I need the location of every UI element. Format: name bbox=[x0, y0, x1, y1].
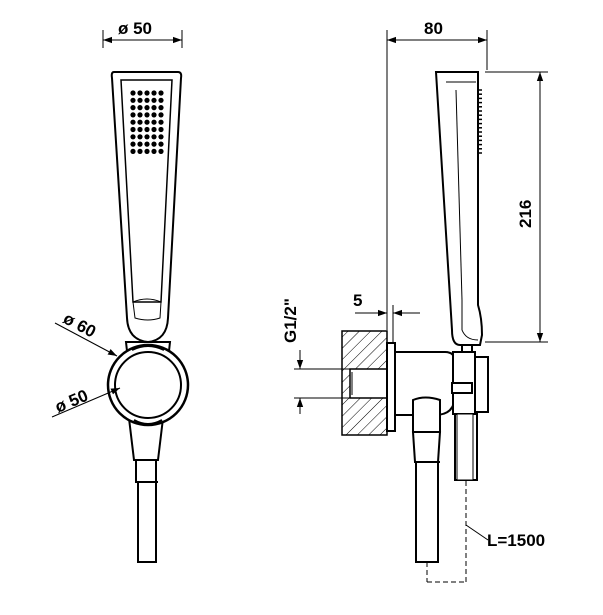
nozzle-dot bbox=[158, 105, 164, 111]
nozzle-dot bbox=[137, 148, 143, 154]
nozzle-dot bbox=[151, 126, 157, 133]
nozzle-dot bbox=[158, 126, 164, 133]
front-view: ø 50 ø 60 bbox=[51, 19, 190, 563]
dimension-head-diameter: ø 50 bbox=[102, 19, 183, 48]
nozzle-dot bbox=[137, 105, 143, 111]
side-depth-label: 80 bbox=[424, 19, 443, 38]
nozzle-dot bbox=[137, 112, 143, 118]
holder-inner-label: ø 50 bbox=[52, 386, 91, 417]
dimension-holder-outer: ø 60 bbox=[54, 309, 118, 357]
hose-length-label: L=1500 bbox=[487, 531, 545, 550]
nozzle-dot bbox=[130, 148, 136, 154]
nozzle-dot bbox=[144, 105, 150, 111]
thread-label: G1/2" bbox=[281, 298, 300, 343]
nozzle-dot bbox=[137, 119, 143, 125]
nozzle-dot bbox=[151, 141, 157, 147]
nozzle-dot bbox=[144, 119, 150, 125]
nozzle-grid bbox=[130, 90, 164, 154]
shower-head-side bbox=[434, 71, 484, 346]
nozzle-dot bbox=[158, 112, 164, 118]
dimension-hose-length: L=1500 bbox=[465, 524, 545, 550]
dimension-height: 216 bbox=[485, 71, 548, 343]
nozzle-dot bbox=[151, 119, 157, 125]
nozzle-dot bbox=[151, 134, 157, 140]
hose-continuation bbox=[426, 480, 467, 583]
nozzle-dot bbox=[158, 134, 164, 140]
nozzle-dot bbox=[144, 141, 150, 147]
wall-offset-label: 5 bbox=[353, 291, 362, 310]
nozzle-dot bbox=[130, 90, 136, 96]
wall-outlet bbox=[386, 342, 489, 481]
wall-section bbox=[341, 330, 388, 436]
nozzle-dot bbox=[130, 126, 136, 133]
nozzle-dot bbox=[144, 112, 150, 118]
side-nozzle-ticks bbox=[478, 89, 482, 154]
nozzle-dot bbox=[130, 134, 136, 140]
head-diameter-label: ø 50 bbox=[118, 19, 152, 38]
side-view: 80 216 5 bbox=[281, 19, 548, 583]
nozzle-dot bbox=[158, 90, 164, 96]
nozzle-dot bbox=[151, 105, 157, 111]
nozzle-dot bbox=[137, 90, 143, 96]
nozzle-dot bbox=[158, 119, 164, 125]
nozzle-dot bbox=[144, 148, 150, 154]
nozzle-dot bbox=[158, 141, 164, 147]
hose-side bbox=[411, 431, 442, 563]
nozzle-dot bbox=[158, 97, 164, 103]
nozzle-dot bbox=[130, 105, 136, 111]
nozzle-dot bbox=[144, 134, 150, 140]
nozzle-dot bbox=[130, 97, 136, 103]
hose-front bbox=[135, 459, 158, 563]
nozzle-dot bbox=[130, 141, 136, 147]
nozzle-dot bbox=[151, 90, 157, 96]
nozzle-dot bbox=[137, 126, 143, 133]
nozzle-dot bbox=[158, 148, 164, 154]
nozzle-dot bbox=[137, 134, 143, 140]
nozzle-dot bbox=[137, 141, 143, 147]
nozzle-dot bbox=[137, 97, 143, 103]
nozzle-dot bbox=[130, 112, 136, 118]
nozzle-dot bbox=[151, 112, 157, 118]
nozzle-dot bbox=[130, 119, 136, 125]
height-label: 216 bbox=[516, 200, 535, 228]
dimension-side-depth: 80 bbox=[386, 19, 488, 330]
holder-front bbox=[106, 341, 190, 461]
nozzle-dot bbox=[151, 97, 157, 103]
nozzle-dot bbox=[151, 148, 157, 154]
nozzle-dot bbox=[144, 97, 150, 103]
nozzle-dot bbox=[144, 126, 150, 133]
dimension-thread: G1/2" bbox=[281, 298, 350, 414]
shower-head-front bbox=[110, 71, 183, 344]
nozzle-dot bbox=[144, 90, 150, 96]
